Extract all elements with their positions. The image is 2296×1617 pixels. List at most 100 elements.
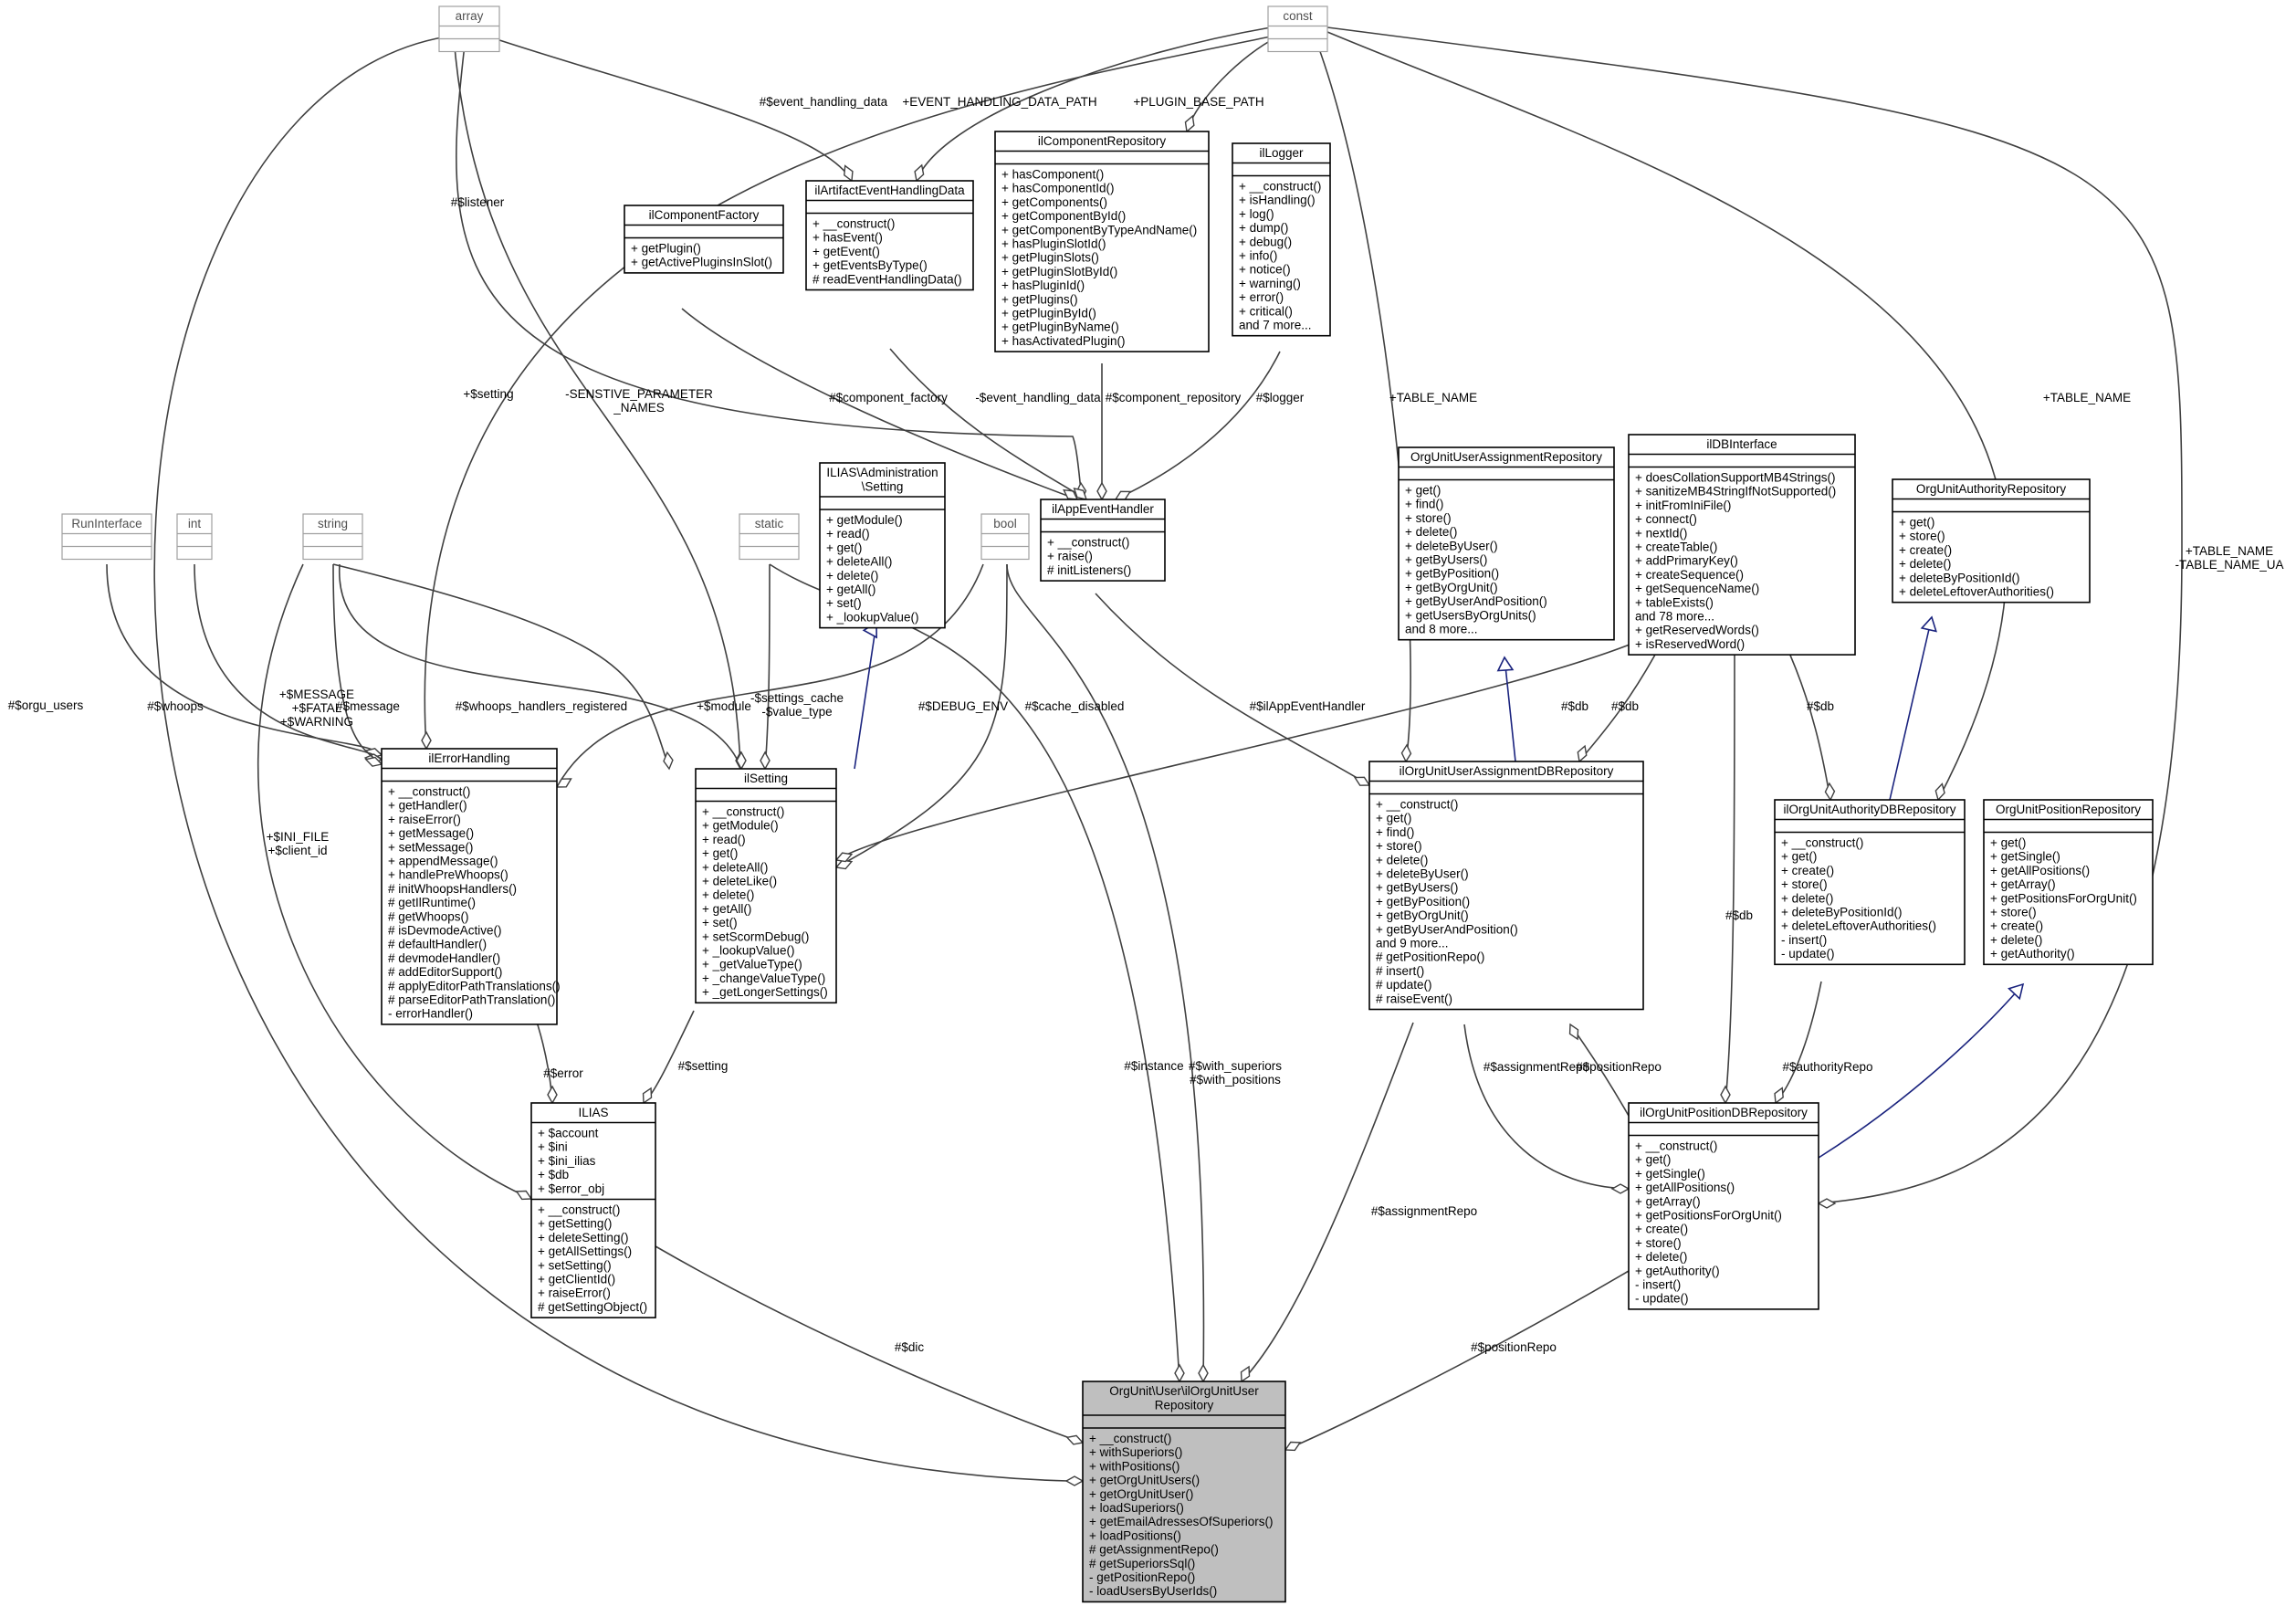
class-method: + delete() [1635, 1250, 1687, 1264]
class-il-component-factory[interactable]: ilComponentFactory+ getPlugin()+ getActi… [624, 205, 784, 274]
class-il-error-handling[interactable]: ilErrorHandling+ __construct()+ getHandl… [381, 748, 561, 1025]
aggregation-diamond [1174, 1363, 1185, 1383]
class-il-dbinterface[interactable]: ilDBInterface+ doesCollationSupportMB4St… [1628, 434, 1856, 656]
class-org-unit-authority-repository[interactable]: OrgUnitAuthorityRepository+ get()+ store… [1892, 478, 2091, 604]
class-method: + __construct() [1376, 798, 1458, 812]
aggregation-diamond [1353, 776, 1371, 786]
class-box [1368, 761, 1644, 1011]
class-title: ilArtifactEventHandlingData [814, 184, 965, 197]
class-method: + notice() [1239, 263, 1291, 277]
class-static[interactable]: static [739, 513, 800, 561]
class-box [624, 205, 784, 274]
class-il-org-unit-position-dbrepository[interactable]: ilOrgUnitPositionDBRepository+ __constru… [1628, 1102, 1819, 1310]
edge-label: +$module [697, 699, 751, 713]
edge-label: #$ilAppEventHandler [1250, 699, 1366, 713]
class-method: + isReservedWord() [1635, 637, 1745, 651]
edge-event-handling-data [488, 36, 853, 182]
class-attribute: + $error_obj [538, 1181, 604, 1195]
edge-label: #$authorityRepo [1782, 1060, 1872, 1074]
edge-label: #$positionRepo [1576, 1060, 1662, 1074]
class-title: Repository [1155, 1399, 1214, 1412]
class-method: + __construct() [813, 217, 895, 231]
class-iliasadministration-setting[interactable]: ILIAS\Administration\Setting+ getModule(… [819, 462, 946, 629]
edge-label: #$assignmentRepo [1483, 1060, 1589, 1074]
class-const[interactable]: const [1267, 5, 1328, 53]
class-method: + _lookupValue() [702, 944, 794, 958]
aggregation-diamond [515, 1190, 533, 1201]
edge-il-app-event-handler [1095, 593, 1370, 786]
aggregation-diamond [1096, 481, 1107, 501]
class-method: + getModule() [702, 819, 779, 833]
class-box [61, 513, 152, 561]
class-method: + find() [1376, 825, 1414, 839]
aggregation-diamond [555, 778, 572, 788]
aggregation-diamond [1184, 114, 1195, 133]
class-title: \Setting [862, 480, 904, 494]
class-method: + raiseError() [538, 1286, 611, 1300]
generalization-line [1818, 983, 2024, 1159]
class-method: + withSuperiors() [1089, 1445, 1182, 1459]
class-method: + getByPosition() [1376, 895, 1470, 908]
class-title: static [755, 517, 784, 530]
inheritance-edge [1818, 983, 2024, 1159]
aggregation-diamond [834, 852, 854, 863]
class-method: + hasPluginSlotId() [1001, 237, 1106, 251]
class-il-app-event-handler[interactable]: ilAppEventHandler+ __construct()+ raise(… [1040, 499, 1166, 582]
class-box [1628, 434, 1856, 656]
class-method: + create() [1899, 543, 1952, 557]
class-method: + delete() [826, 569, 878, 583]
class-title: array [456, 9, 484, 23]
edge-event-handling-data-priv [889, 348, 1087, 500]
inheritance-arrow [1920, 615, 1937, 633]
edge-label: #$listener [451, 195, 505, 209]
class-method: + createSequence() [1635, 568, 1744, 582]
class-title: ILIAS\Administration [826, 466, 938, 479]
class-ilias[interactable]: ILIAS+ $account+ $ini+ $ini_ilias+ $db+ … [530, 1102, 656, 1318]
class-box [1040, 499, 1166, 582]
class-il-component-repository[interactable]: ilComponentRepository+ hasComponent()+ h… [994, 131, 1210, 352]
class-method: + deleteSetting() [538, 1231, 628, 1244]
association-line [1006, 563, 1205, 1382]
class-method: - insert() [1635, 1278, 1681, 1292]
edge-label: +TABLE_NAME [2043, 391, 2131, 404]
class-method: + getPluginSlots() [1001, 251, 1099, 265]
class-string[interactable]: string [302, 513, 363, 561]
class-method: + deleteByPositionId() [1781, 906, 1902, 919]
class-method: + get() [1899, 516, 1934, 530]
class-int[interactable]: int [176, 513, 213, 561]
class-org-unit-position-repository[interactable]: OrgUnitPositionRepository+ get()+ getSin… [1983, 799, 2154, 966]
edge-label: #$positionRepo [1471, 1340, 1557, 1354]
edge-settings-cache [764, 563, 771, 770]
class-method: + appendMessage() [388, 855, 498, 868]
class-run-interface[interactable]: RunInterface [61, 513, 152, 561]
inheritance-edge [1504, 656, 1516, 762]
class-box [1774, 799, 1966, 966]
aggregation-diamond [1064, 1475, 1085, 1486]
edge-setting-array [453, 36, 741, 770]
class-method: + delete() [1990, 933, 2042, 947]
class-org-unit-user-assignment-repository[interactable]: OrgUnitUserAssignmentRepository+ get()+ … [1398, 446, 1615, 641]
edge-label: #$with_superiors [1189, 1059, 1282, 1073]
class-method: + getByUsers() [1376, 881, 1458, 895]
class-method: # getSettingObject() [538, 1300, 647, 1314]
class-il-setting[interactable]: ilSetting+ __construct()+ getModule()+ r… [695, 768, 837, 1004]
class-method: + set() [702, 916, 738, 929]
class-method: + getSetting() [538, 1217, 612, 1231]
association-line [1463, 1024, 1630, 1190]
class-il-org-unit-authority-dbrepository[interactable]: ilOrgUnitAuthorityDBRepository+ __constr… [1774, 799, 1966, 966]
class-box [176, 513, 213, 561]
class-method: + getByUsers() [1405, 553, 1487, 567]
association-line [1775, 981, 1822, 1104]
class-bool[interactable]: bool [980, 513, 1030, 561]
edge-label: #$instance [1124, 1059, 1183, 1073]
aggregation-diamond [1284, 1441, 1302, 1452]
edge-db-pos [1725, 642, 1735, 1104]
aggregation-diamond [1577, 744, 1588, 763]
edge-label: #$component_factory [829, 391, 948, 404]
class-il-artifact-event-handling-data[interactable]: ilArtifactEventHandlingData + __construct… [805, 180, 974, 291]
aggregation-diamond [834, 859, 854, 870]
class-array[interactable]: array [438, 5, 500, 53]
class-il-logger[interactable]: ilLogger+ __construct()+ isHandling()+ l… [1232, 142, 1331, 337]
class-il-org-unit-user-assignment-dbrepository[interactable]: ilOrgUnitUserAssignmentDBRepository+ __c… [1368, 761, 1644, 1011]
